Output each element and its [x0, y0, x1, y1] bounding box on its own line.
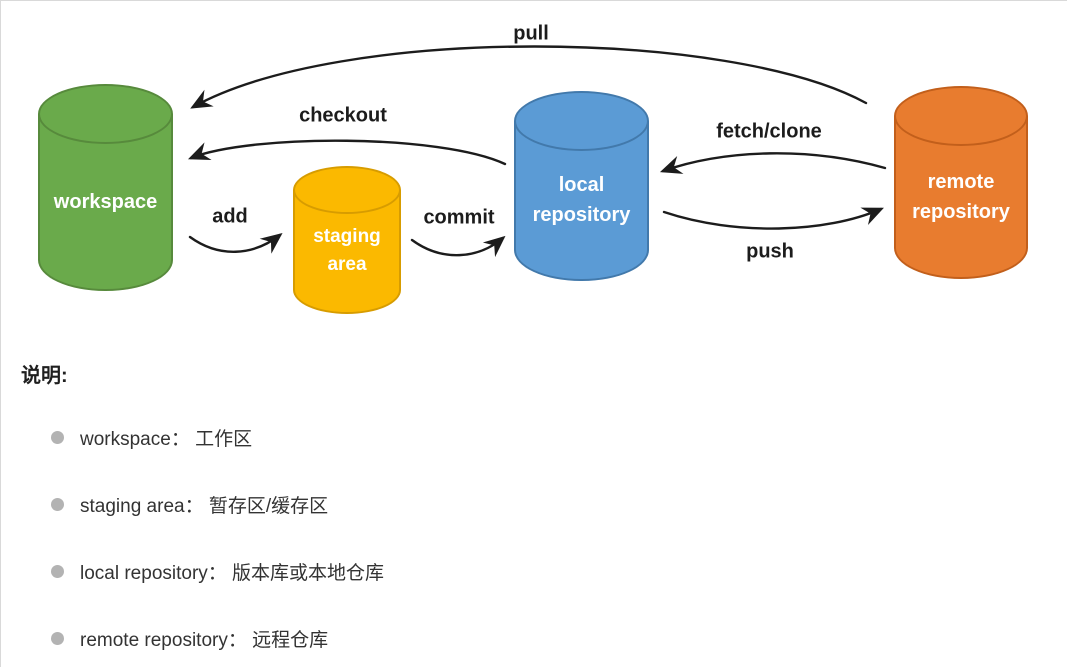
cylinder-top [293, 166, 401, 214]
legend-item-text: workspace： 工作区 [80, 429, 253, 450]
legend-title: 说明: [21, 365, 68, 387]
arrows-layer [187, 45, 887, 258]
push-arrow-label: push [746, 240, 794, 263]
workspace-node-label: workspace [53, 190, 158, 213]
add-arrow-label: add [212, 205, 248, 228]
add-arrow [188, 233, 283, 254]
commit-arrow [410, 235, 506, 258]
workspace-node: workspace [38, 84, 173, 291]
bullet-icon [51, 431, 64, 444]
pull-arrow [190, 45, 868, 109]
staging-area-node-label: staging area [313, 225, 381, 276]
cylinder-top [894, 86, 1028, 146]
git-workflow-diagram: pull checkout fetch/clone add commit pus… [1, 1, 1067, 336]
legend-list: workspace： 工作区 staging area： 暂存区/缓存区 loc… [21, 424, 1067, 652]
list-item-workspace: workspace： 工作区 [21, 424, 1067, 451]
cylinder-top [38, 84, 173, 144]
cylinder-body: workspace [38, 114, 173, 291]
legend-item-text: local repository： 版本库或本地仓库 [80, 563, 385, 584]
commit-arrow-label: commit [423, 206, 495, 229]
bullet-icon [51, 565, 64, 578]
remote-repository-node: remote repository [894, 86, 1028, 279]
cylinder-top [514, 91, 649, 151]
legend-item-text: remote repository： 远程仓库 [80, 630, 329, 651]
bullet-icon [51, 632, 64, 645]
local-repository-node: local repository [514, 91, 649, 281]
remote-repository-node-label: remote repository [912, 170, 1010, 223]
list-item-local-repository: local repository： 版本库或本地仓库 [21, 558, 1067, 585]
staging-area-node: staging area [293, 166, 401, 314]
push-arrow [662, 207, 884, 230]
legend-item-text: staging area： 暂存区/缓存区 [80, 496, 329, 517]
checkout-arrow-label: checkout [299, 104, 387, 127]
fetch-clone-arrow-label: fetch/clone [716, 120, 822, 143]
legend-section: 说明: workspace： 工作区 staging area： 暂存区/缓存区… [1, 359, 1067, 652]
local-repository-node-label: local repository [532, 174, 631, 226]
fetch-clone-arrow [659, 152, 887, 174]
list-item-staging-area: staging area： 暂存区/缓存区 [21, 491, 1067, 518]
list-item-remote-repository: remote repository： 远程仓库 [21, 625, 1067, 652]
bullet-icon [51, 498, 64, 511]
checkout-arrow [187, 139, 507, 166]
pull-arrow-label: pull [513, 22, 549, 45]
